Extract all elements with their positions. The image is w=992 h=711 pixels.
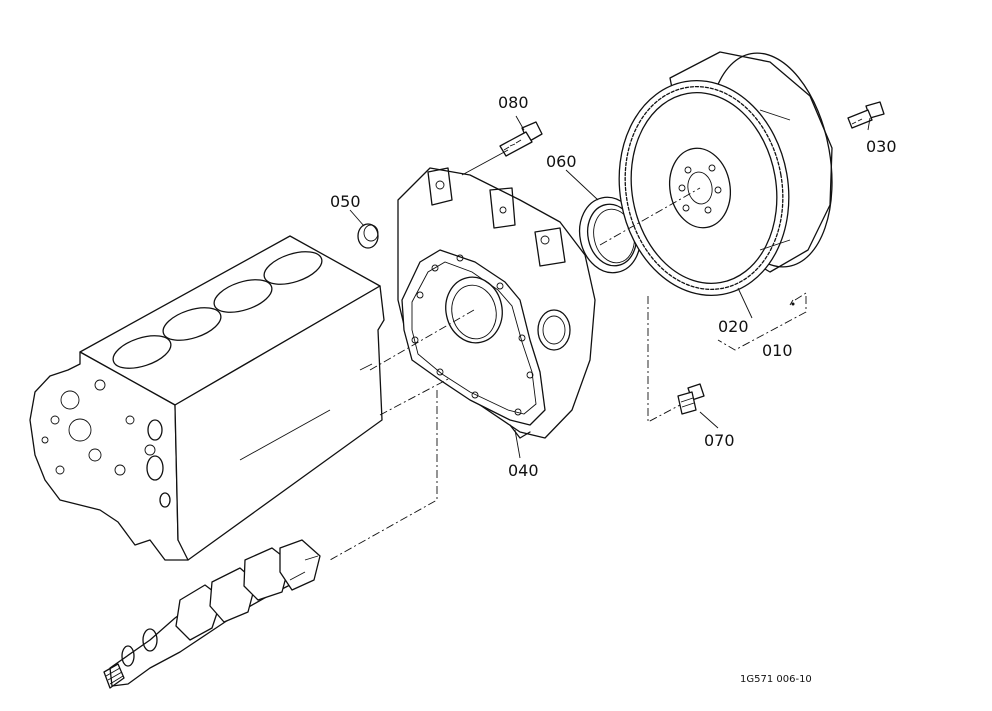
callout-060: 060 [546,152,577,171]
callout-040: 040 [508,461,539,480]
engine-block [29,235,385,561]
callout-030: 030 [866,137,897,156]
centerlines [329,149,807,561]
part-040-flywheel-housing [397,167,596,439]
drawing-code: 1G571 006-10 [740,674,812,685]
callout-070: 070 [704,431,735,450]
callout-080: 080 [498,93,529,112]
part-020-flywheel [618,51,833,297]
crankshaft [103,539,321,689]
callout-020: 020 [718,317,749,336]
part-030-bolt [847,101,885,129]
leader-lines [349,115,871,459]
part-050-plug [357,223,379,249]
callout-010: 010 [762,341,793,360]
callout-050: 050 [330,192,361,211]
part-070-bolt [677,383,705,415]
